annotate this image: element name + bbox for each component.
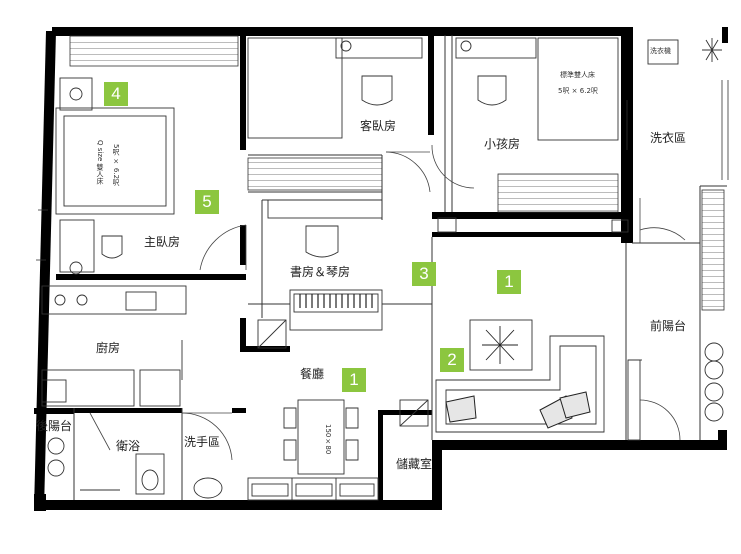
plant-on-table: [482, 326, 518, 364]
zone-badge-2: 2: [440, 348, 464, 372]
room-label-washbasin-area: 洗手區: [184, 435, 221, 449]
interior-walls: [34, 35, 632, 502]
wardrobes: [69, 35, 725, 311]
room-label-kids-room: 小孩房: [484, 137, 521, 151]
exterior-walls: [34, 27, 728, 511]
beds: [55, 37, 619, 215]
zone-badge-1-dining: 1: [342, 368, 366, 392]
dining-table: [283, 399, 359, 475]
queen-bed-size-label: 5呎 × 6.2呎: [112, 144, 120, 187]
room-label-master-bedroom: 主臥房: [144, 235, 181, 249]
desks-and-chairs: [59, 37, 537, 275]
zone-badge-5: 5: [195, 190, 219, 214]
door-swings: [89, 144, 686, 461]
queen-bed-label: Q size 雙人床: [96, 140, 104, 185]
room-label-front-balcony: 前陽台: [650, 319, 687, 333]
room-label-study-piano-room: 書房＆琴房: [290, 265, 351, 279]
room-label-laundry-area: 洗衣區: [650, 131, 687, 145]
windows: [36, 80, 729, 261]
room-label-kitchen: 廚房: [96, 341, 121, 355]
cushions: [445, 391, 591, 429]
standard-bed-label: 標準雙人床: [560, 71, 595, 79]
bottom-cabinets: [247, 319, 429, 501]
front-balcony-planters: [627, 342, 724, 441]
laundry-fixtures: [437, 38, 722, 233]
zone-badge-3: 3: [412, 262, 436, 286]
sofa: [435, 319, 605, 433]
room-label-guest-room: 客臥房: [360, 119, 397, 133]
room-label-bathroom: 衛浴: [116, 439, 141, 453]
zone-badge-4: 4: [104, 82, 128, 106]
bathroom-fixtures: [80, 453, 223, 499]
room-label-dining-room: 餐廳: [300, 367, 325, 381]
room-label-storage-room: 儲藏室: [396, 457, 433, 471]
room-label-back-balcony: 後陽台: [36, 419, 73, 433]
piano-keys: [299, 294, 373, 308]
back-balcony-circles: [41, 379, 67, 477]
zone-badge-1-living: 1: [497, 270, 521, 294]
standard-bed-size-label: 5呎 × 6.2呎: [558, 87, 598, 95]
washing-machine-label: 洗衣機: [650, 47, 671, 55]
dining-table-size-label: 150×80: [324, 424, 332, 455]
